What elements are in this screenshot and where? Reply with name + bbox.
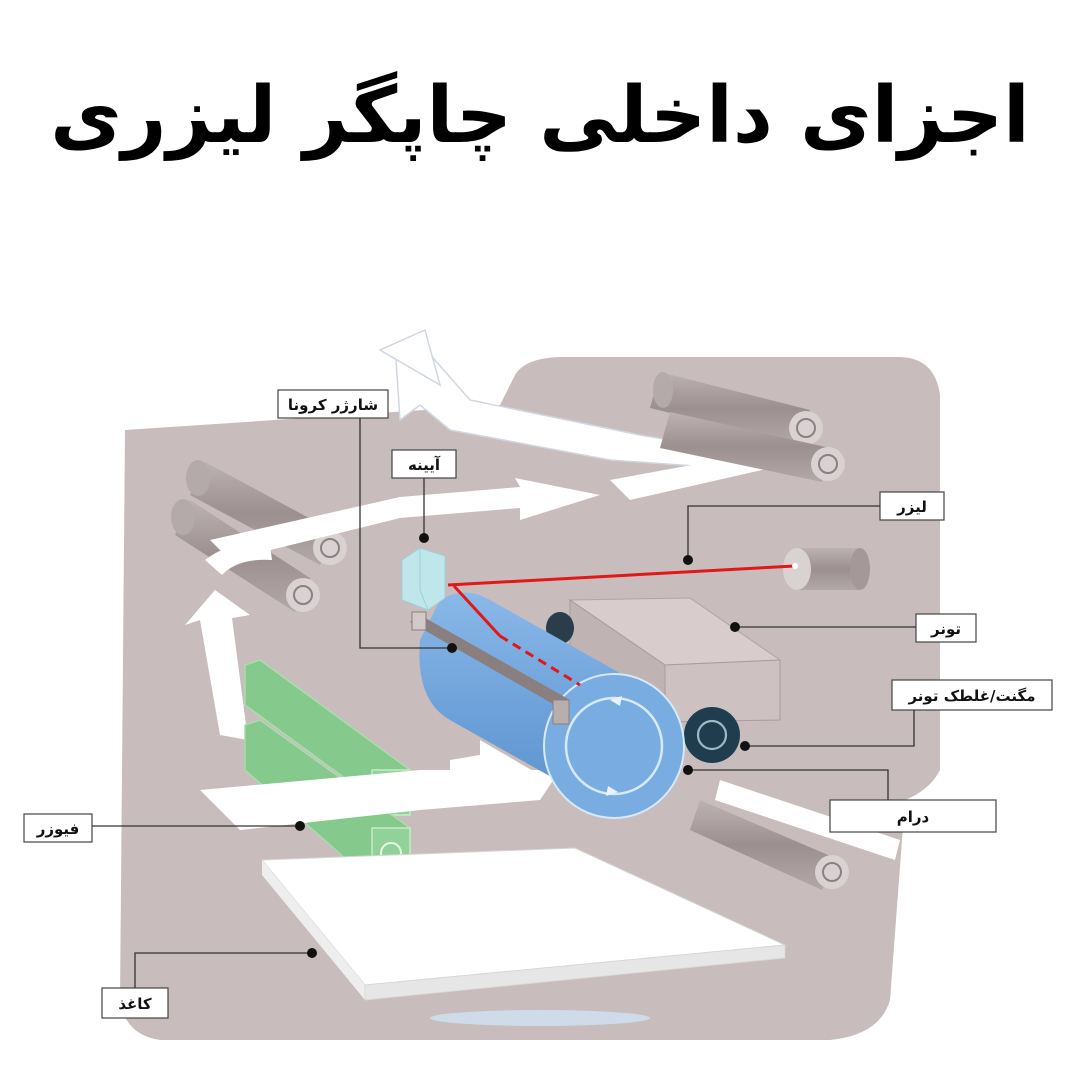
paper-through-fuser	[200, 770, 560, 830]
page-title: اجزای داخلی چاپگر لیزری	[50, 71, 1030, 161]
label-magnet-roller: مگنت/غلطک تونر	[740, 679, 1053, 751]
paper-arrow-to-fuser	[450, 740, 540, 800]
bottom-roller	[690, 780, 900, 890]
label-fuser: فیوزر	[23, 813, 305, 843]
label-toner: تونر	[730, 613, 977, 643]
label-mirror: آیینه	[391, 449, 457, 543]
paper-arrow-left-curve	[205, 544, 272, 575]
label-paper-text: کاغذ	[118, 995, 152, 1013]
paper-out-arrow-head	[378, 328, 442, 387]
top-rollers	[650, 372, 845, 482]
drum	[419, 592, 685, 819]
label-drum-text: درام	[897, 808, 930, 826]
laser-unit	[783, 548, 870, 590]
label-corona-text: شارژر کرونا	[288, 396, 378, 414]
label-paper: کاغذ	[101, 948, 317, 1019]
paper-arrow-middle	[210, 478, 600, 560]
label-magnet-roller-text: مگنت/غلطک تونر	[907, 687, 1035, 705]
laser-beam	[447, 563, 798, 687]
label-laser: لیزر	[683, 491, 945, 565]
label-corona: شارژر کرونا	[277, 389, 457, 653]
label-fuser-text: فیوزر	[36, 820, 80, 838]
label-laser-text: لیزر	[896, 498, 927, 516]
label-mirror-text: آیینه	[408, 456, 441, 474]
label-toner-text: تونر	[930, 620, 961, 638]
label-drum: درام	[683, 765, 997, 833]
paper-tray	[260, 847, 787, 1026]
magnet-roller	[684, 707, 740, 763]
corona-charger	[410, 615, 570, 725]
mirror	[401, 547, 446, 631]
paper-arrow-left	[185, 590, 250, 740]
